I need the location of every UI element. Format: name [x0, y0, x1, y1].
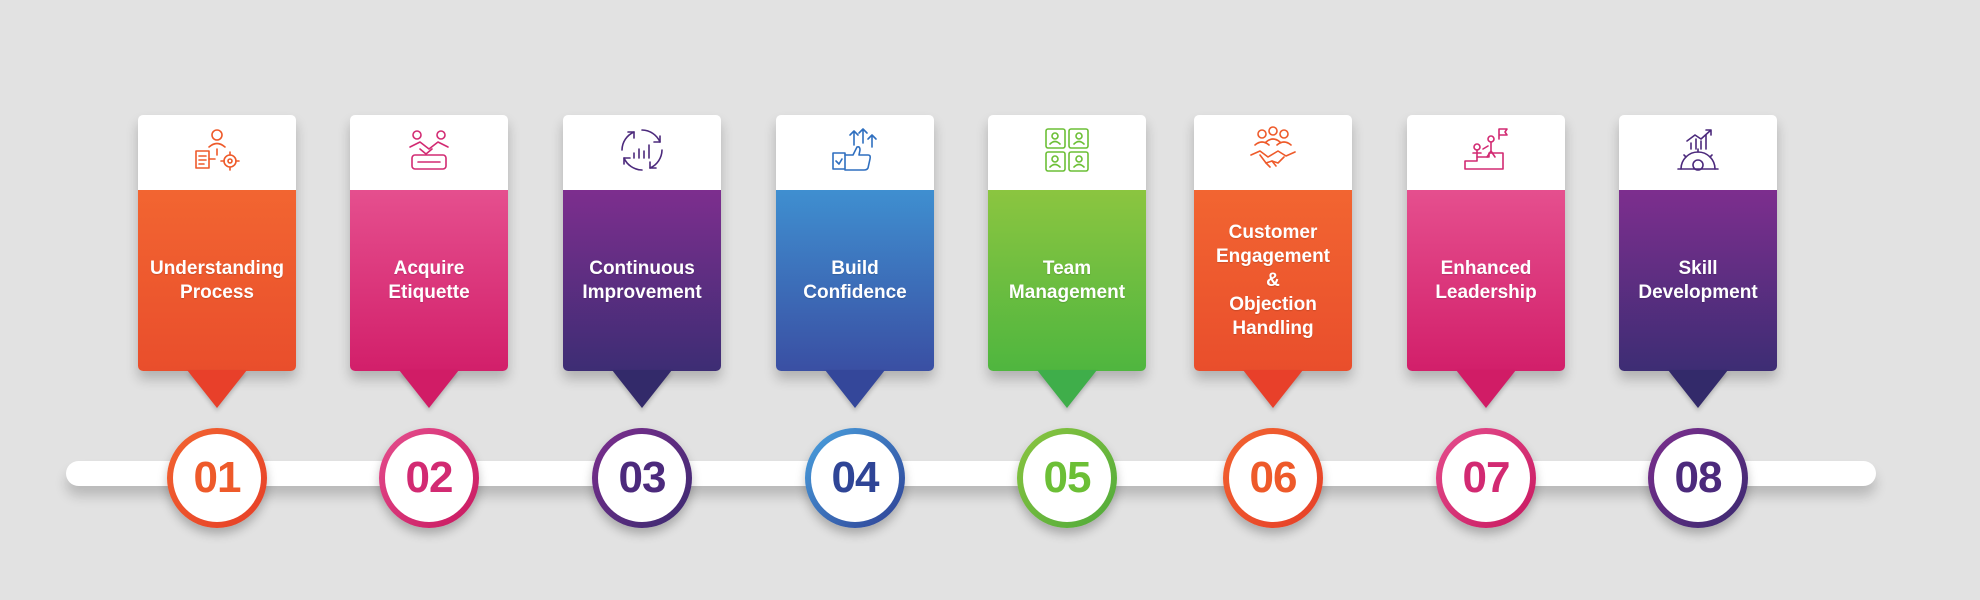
step-pointer [1243, 370, 1303, 408]
step-03: Continuous Improvement 03 [563, 0, 721, 600]
step-title: Acquire Etiquette [388, 257, 470, 303]
step-icon-panel [988, 115, 1146, 190]
step-02: Acquire Etiquette 02 [350, 0, 508, 600]
team-puzzle-icon [1042, 125, 1092, 180]
leader-podium-icon [1461, 125, 1511, 180]
step-body: Build Confidence [776, 190, 934, 371]
step-body: Skill Development [1619, 190, 1777, 371]
step-title: Enhanced Leadership [1435, 257, 1537, 303]
step-05: Team Management 05 [988, 0, 1146, 600]
step-title: Understanding Process [149, 257, 285, 303]
step-06: Customer Engagement & Objection Handling… [1194, 0, 1352, 600]
step-number-badge: 02 [379, 428, 479, 528]
step-title: Build Confidence [803, 257, 907, 303]
gear-growth-icon [1673, 125, 1723, 180]
step-pointer [399, 370, 459, 408]
step-pointer [1456, 370, 1516, 408]
step-card: Continuous Improvement [563, 115, 721, 371]
step-04: Build Confidence 04 [776, 0, 934, 600]
step-number: 01 [193, 453, 242, 502]
step-body: Enhanced Leadership [1407, 190, 1565, 371]
step-08: Skill Development 08 [1619, 0, 1777, 600]
step-body: Understanding Process [138, 190, 296, 371]
step-title: Skill Development [1638, 257, 1758, 303]
timeline-bar [66, 461, 1876, 486]
step-body: Acquire Etiquette [350, 190, 508, 371]
step-number-badge: 05 [1017, 428, 1117, 528]
step-number-badge: 06 [1223, 428, 1323, 528]
step-card: Team Management [988, 115, 1146, 371]
step-01: Understanding Process 01 [138, 0, 296, 600]
step-number-badge: 08 [1648, 428, 1748, 528]
step-icon-panel [1194, 115, 1352, 190]
handshake-people-icon [404, 125, 454, 180]
step-card: Enhanced Leadership [1407, 115, 1565, 371]
customer-handshake-icon [1248, 125, 1298, 180]
step-number: 06 [1249, 453, 1298, 502]
step-number: 05 [1043, 453, 1092, 502]
step-07: Enhanced Leadership 07 [1407, 0, 1565, 600]
step-number: 02 [405, 453, 454, 502]
step-number: 08 [1674, 453, 1723, 502]
step-card: Understanding Process [138, 115, 296, 371]
step-icon-panel [1407, 115, 1565, 190]
step-number-badge: 03 [592, 428, 692, 528]
step-number: 04 [831, 453, 880, 502]
step-card: Acquire Etiquette [350, 115, 508, 371]
step-number: 03 [618, 453, 667, 502]
step-card: Customer Engagement & Objection Handling [1194, 115, 1352, 371]
step-pointer [612, 370, 672, 408]
step-number-badge: 04 [805, 428, 905, 528]
step-number-badge: 07 [1436, 428, 1536, 528]
step-number-badge: 01 [167, 428, 267, 528]
step-icon-panel [776, 115, 934, 190]
step-pointer [187, 370, 247, 408]
step-icon-panel [350, 115, 508, 190]
step-body: Continuous Improvement [563, 190, 721, 371]
step-title: Customer Engagement & Objection Handling [1215, 221, 1331, 339]
step-title: Continuous Improvement [582, 257, 702, 303]
step-pointer [1037, 370, 1097, 408]
step-icon-panel [1619, 115, 1777, 190]
step-pointer [1668, 370, 1728, 408]
step-body: Customer Engagement & Objection Handling [1194, 190, 1352, 371]
step-card: Skill Development [1619, 115, 1777, 371]
step-card: Build Confidence [776, 115, 934, 371]
process-doc-gear-icon [192, 125, 242, 180]
step-title: Team Management [1008, 257, 1126, 303]
thumbs-up-arrows-icon [830, 125, 880, 180]
step-pointer [825, 370, 885, 408]
step-body: Team Management [988, 190, 1146, 371]
cycle-chart-icon [617, 125, 667, 180]
step-icon-panel [563, 115, 721, 190]
step-number: 07 [1462, 453, 1511, 502]
step-icon-panel [138, 115, 296, 190]
